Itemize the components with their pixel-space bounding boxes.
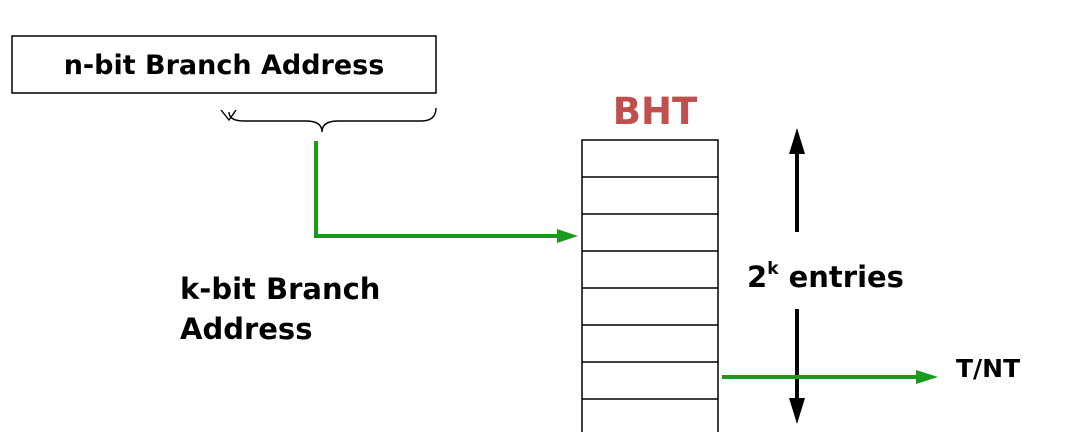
size-up-arrowhead-icon bbox=[789, 128, 805, 154]
brace-left-hook-icon bbox=[220, 109, 237, 122]
size-down-arrowhead-icon bbox=[789, 398, 805, 424]
index-arrowhead-icon bbox=[557, 229, 578, 243]
entries-text: entries bbox=[779, 260, 904, 294]
address-box: n-bit Branch Address bbox=[11, 35, 437, 94]
entries-superscript: k bbox=[767, 259, 779, 279]
bht-table-outline bbox=[581, 139, 719, 432]
entries-base: 2 bbox=[747, 260, 767, 294]
output-arrowhead-icon bbox=[916, 370, 938, 384]
address-box-label: n-bit Branch Address bbox=[64, 50, 385, 81]
index-arrow bbox=[314, 141, 578, 243]
prediction-output-label: T/NT bbox=[956, 354, 1020, 383]
entries-label: 2k entries bbox=[747, 259, 904, 294]
index-label-line2: Address bbox=[180, 312, 312, 346]
bit-select-brace bbox=[220, 107, 437, 133]
output-arrow bbox=[722, 370, 938, 384]
size-indicator: 2k entries bbox=[747, 128, 904, 424]
bht-title: BHT bbox=[613, 90, 698, 133]
bht-table bbox=[581, 139, 719, 432]
index-path-line bbox=[314, 141, 566, 238]
index-label: k-bit Branch Address bbox=[180, 272, 380, 346]
address-box-border bbox=[11, 35, 437, 94]
brace-shape bbox=[228, 107, 437, 133]
index-label-line1: k-bit Branch bbox=[180, 272, 380, 306]
